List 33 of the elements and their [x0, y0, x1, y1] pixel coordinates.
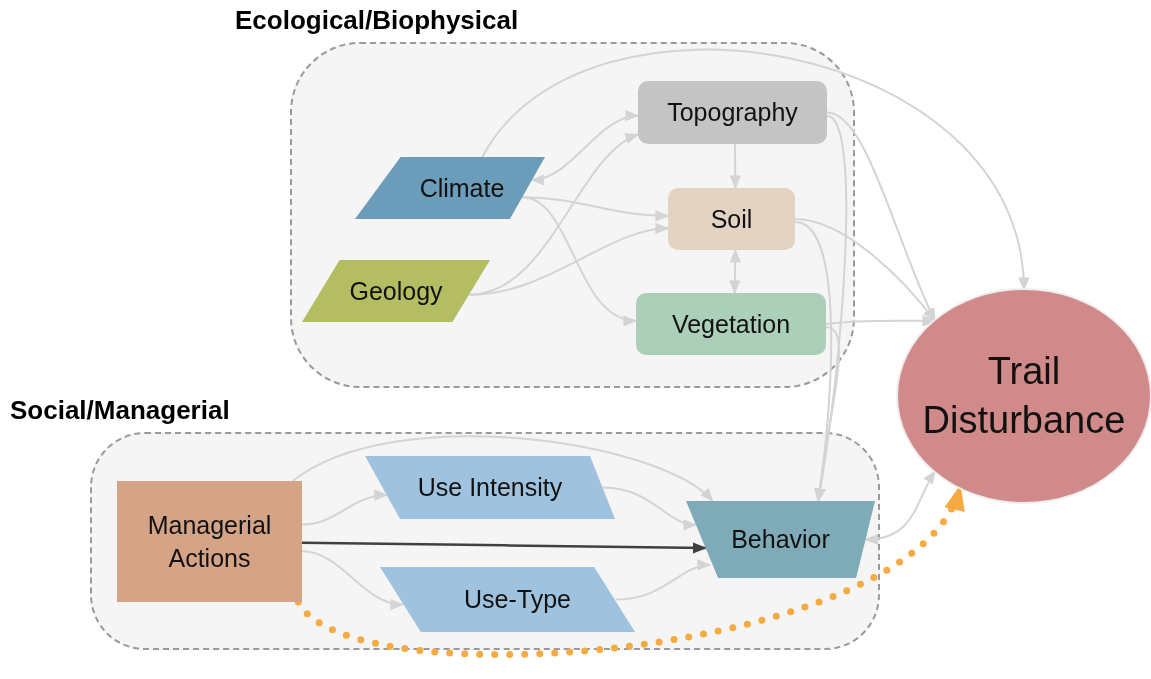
- node-label: Geology: [349, 275, 443, 307]
- arrow: [301, 550, 405, 609]
- arrow: [530, 111, 640, 184]
- factor-shape: [380, 567, 635, 632]
- arrow: [521, 196, 638, 325]
- arrow: [614, 560, 712, 601]
- factor-shape: [302, 260, 490, 322]
- group-heading: Social/Managerial: [10, 395, 230, 426]
- arrow: [729, 143, 741, 190]
- factor-box: [668, 188, 795, 250]
- factor-shape: [686, 501, 875, 578]
- arrow: [729, 248, 741, 295]
- factor-shape: [365, 456, 615, 519]
- node-label: Vegetation: [671, 308, 791, 340]
- arrow: [291, 435, 714, 502]
- arrow: [302, 541, 707, 554]
- group-heading: Ecological/Biophysical: [235, 5, 519, 36]
- node-label: Managerial Actions: [146, 510, 273, 574]
- node-label: Use-Type: [464, 584, 571, 616]
- node-label: Climate: [419, 172, 505, 204]
- factor-box: [636, 293, 826, 355]
- arrow: [301, 490, 389, 526]
- node-label: Trail Disturbance: [921, 348, 1127, 443]
- action-box: [117, 481, 302, 602]
- arrow: [864, 469, 937, 545]
- node-label: Soil: [710, 203, 753, 235]
- arrow: [601, 486, 698, 530]
- node-label: Topography: [667, 97, 798, 129]
- node-label: Behavior: [731, 524, 830, 556]
- arrow: [468, 223, 670, 296]
- node-label: Use Intensity: [417, 472, 563, 504]
- factor-box: [638, 81, 827, 144]
- factor-shape: [355, 157, 545, 219]
